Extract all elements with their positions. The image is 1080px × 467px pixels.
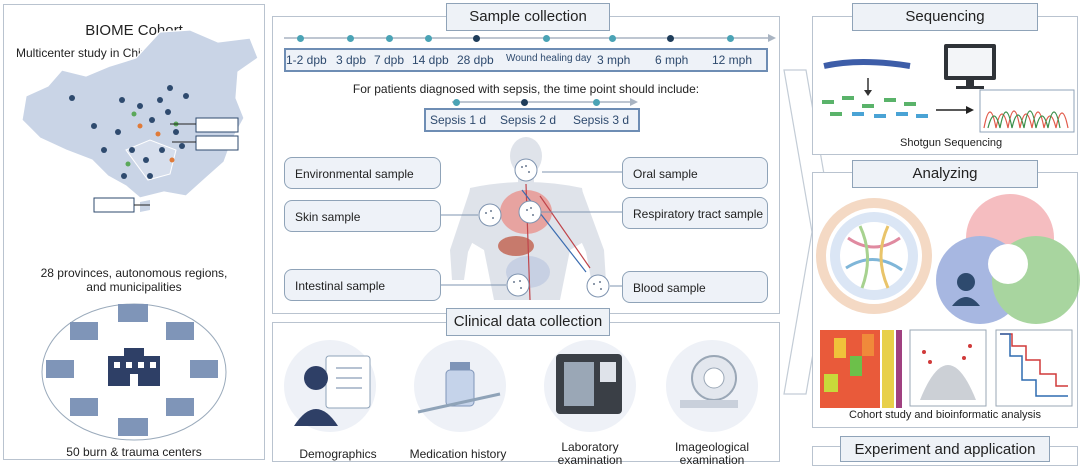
clinical-item-label: Imageological bbox=[674, 440, 750, 454]
clinical-item-label: Medication history bbox=[409, 447, 507, 461]
sepsis-note: For patients diagnosed with sepsis, the … bbox=[352, 82, 700, 96]
respiratory-sample-circle bbox=[518, 200, 542, 224]
timeline-label: 1-2 dpb bbox=[286, 53, 327, 67]
timeline-label: 28 dpb bbox=[457, 53, 494, 67]
hospital-markers-accent bbox=[137, 123, 175, 163]
blood-sample-label: Blood sample bbox=[622, 271, 768, 303]
heatmap-icon bbox=[820, 330, 902, 408]
timeline-dot bbox=[473, 35, 480, 42]
chromatogram-icon bbox=[979, 89, 1075, 133]
timeline-dot bbox=[727, 35, 734, 42]
clinical-item-label: Demographics bbox=[299, 447, 377, 461]
sepsis-label: Sepsis 1 d bbox=[430, 113, 487, 127]
timeline-dot bbox=[297, 35, 304, 42]
timeline-dot bbox=[609, 35, 616, 42]
oral-sample-label: Oral sample bbox=[622, 157, 768, 189]
analyzing-title: Analyzing bbox=[852, 160, 1038, 188]
skin-sample-circle bbox=[478, 203, 502, 227]
provinces-text-2: and municipalities bbox=[86, 280, 182, 294]
sepsis-dot bbox=[593, 99, 600, 106]
sepsis-dot bbox=[521, 99, 528, 106]
sepsis-label: Sepsis 2 d bbox=[500, 113, 557, 127]
timeline-label: 3 dpb bbox=[336, 53, 367, 67]
timeline-label: 6 mph bbox=[655, 53, 689, 67]
laboratory-icon bbox=[544, 340, 636, 432]
clinical-title: Clinical data collection bbox=[446, 308, 610, 336]
demographics-icon bbox=[284, 340, 376, 432]
sequencing-title: Sequencing bbox=[852, 3, 1038, 31]
timeline-label: 7 dpb bbox=[374, 53, 405, 67]
china-map bbox=[21, 29, 259, 213]
cohort-subtitle: Multicenter study in China bbox=[16, 46, 155, 60]
timeline-label: 3 mph bbox=[597, 53, 631, 67]
timeline-dot bbox=[667, 35, 674, 42]
clinical-item-label: Laboratory bbox=[561, 440, 619, 454]
timeline-dot bbox=[347, 35, 354, 42]
volcano-plot-icon bbox=[909, 329, 987, 407]
imaging-icon bbox=[666, 340, 758, 432]
intestinal-sample-circle bbox=[506, 273, 530, 297]
environmental-sample-label: Environmental sample bbox=[284, 157, 441, 189]
medication-icon bbox=[414, 340, 506, 432]
survival-curve-icon bbox=[995, 329, 1073, 407]
hospital-markers bbox=[69, 85, 189, 179]
respiratory-sample-label: Respiratory tract sample bbox=[622, 197, 768, 229]
skin-sample-label: Skin sample bbox=[284, 200, 441, 232]
centers-text: 50 burn & trauma centers bbox=[66, 445, 202, 459]
sepsis-dot bbox=[453, 99, 460, 106]
provinces-text-1: 28 provinces, autonomous regions, bbox=[40, 266, 228, 280]
timeline-box bbox=[284, 48, 768, 72]
sepsis-box bbox=[424, 108, 640, 132]
blood-sample-circle bbox=[586, 274, 610, 298]
hospital-ring bbox=[41, 303, 227, 441]
sequencing-caption: Shotgun Sequencing bbox=[900, 137, 1003, 149]
satellite-hospital-icons bbox=[46, 304, 218, 436]
timeline-label: Wound healing day bbox=[506, 53, 592, 64]
intestinal-sample-label: Intestinal sample bbox=[284, 269, 441, 301]
timeline-dot bbox=[425, 35, 432, 42]
timeline-label: 12 mph bbox=[712, 53, 753, 67]
timeline-dot bbox=[543, 35, 550, 42]
sample-collection-title: Sample collection bbox=[446, 3, 610, 31]
dna-strand-icon bbox=[823, 59, 911, 69]
sepsis-label: Sepsis 3 d bbox=[573, 113, 630, 127]
dna-fragments-icon bbox=[822, 96, 916, 116]
timeline-label: 14 dpb bbox=[412, 53, 449, 67]
experiment-title: Experiment and application bbox=[840, 436, 1050, 462]
analyzing-caption: Cohort study and bioinformatic analysis bbox=[849, 409, 1041, 421]
person-icon bbox=[952, 273, 980, 306]
circos-plot-icon bbox=[816, 198, 932, 314]
computer-monitor-icon bbox=[944, 44, 996, 89]
china-map-shape bbox=[21, 29, 259, 199]
timeline-dot bbox=[386, 35, 393, 42]
oral-sample-circle bbox=[514, 158, 538, 182]
